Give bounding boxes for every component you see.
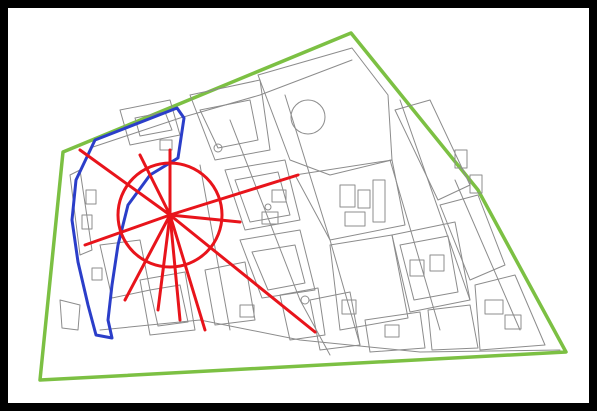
radial-axis-nw bbox=[78, 148, 172, 217]
radial-axis-w bbox=[83, 213, 172, 247]
radial-axis-nnw bbox=[138, 153, 172, 217]
radial-axis-s bbox=[168, 213, 182, 322]
building-footprints bbox=[59, 47, 561, 356]
radial-axis-sse bbox=[168, 213, 207, 332]
radial-axis-ssw bbox=[156, 213, 172, 312]
radial-axis-sw bbox=[123, 213, 172, 302]
site-boundary bbox=[38, 31, 568, 382]
radial-axes bbox=[78, 148, 317, 334]
blue-edge-outline bbox=[70, 106, 186, 340]
radial-axis-ese bbox=[168, 213, 242, 224]
radial-axis-e bbox=[168, 173, 300, 217]
radial-axis-se bbox=[168, 213, 317, 334]
